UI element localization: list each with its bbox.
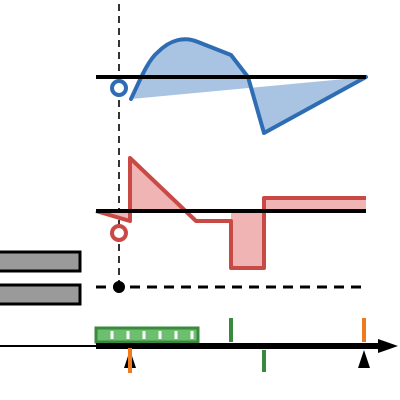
gray-bar-upper[interactable]	[0, 250, 82, 273]
filled-dot-marker-icon[interactable]	[113, 281, 125, 293]
blue-waveform	[96, 37, 368, 135]
timeline	[0, 318, 398, 373]
blue-open-circle-marker-icon[interactable]	[110, 79, 128, 97]
red-open-circle-marker-icon[interactable]	[110, 224, 128, 242]
green-block-ticks	[110, 331, 194, 339]
arrow-head-icon	[378, 339, 398, 353]
right-filled-triangle-marker-icon[interactable]	[358, 350, 370, 368]
red-fill-step-down	[231, 211, 264, 268]
red-waveform-line	[95, 156, 366, 270]
blue-waveform-fill	[131, 39, 366, 134]
red-fill-step-up	[264, 198, 366, 211]
gray-bar-lower[interactable]	[0, 283, 82, 306]
green-event-block[interactable]	[94, 326, 200, 344]
red-waveform	[95, 156, 366, 270]
